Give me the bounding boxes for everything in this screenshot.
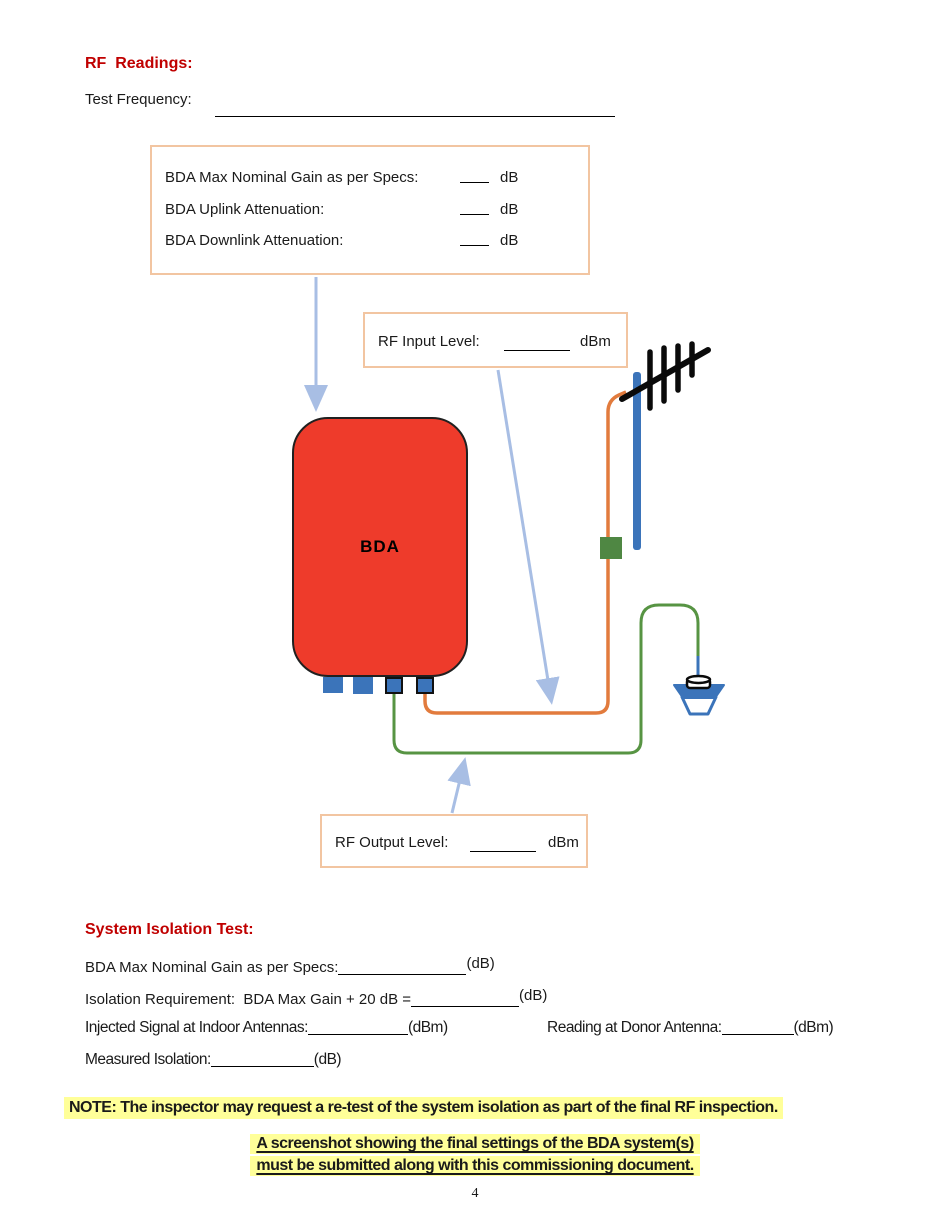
note-row: NOTE: The inspector may request a re-tes… — [64, 1097, 783, 1119]
injected-label: Injected Signal at Indoor Antennas: — [85, 1019, 308, 1036]
injected-unit: (dBm) — [407, 1019, 448, 1036]
mast — [633, 372, 641, 550]
specs-row: BDA Uplink Attenuation: dB — [165, 201, 588, 233]
rf-output-blank — [470, 851, 536, 852]
bda-port-1 — [323, 677, 343, 693]
rf-output-unit: dBm — [548, 834, 579, 851]
submit-note-line-2: must be submitted along with this commis… — [250, 1156, 700, 1176]
test-frequency-blank — [215, 116, 615, 117]
specs-row-blank — [460, 181, 489, 183]
inspector-note: NOTE: The inspector may request a re-tes… — [64, 1097, 783, 1119]
requirement-line: Isolation Requirement: BDA Max Gain + 20… — [85, 987, 547, 1008]
max-gain-line: BDA Max Nominal Gain as per Specs: (dB) — [85, 955, 495, 976]
specs-row-unit: dB — [500, 200, 519, 218]
donor-reading-part: Reading at Donor Antenna: (dBm) — [547, 1019, 834, 1037]
dome-antenna-icon — [673, 674, 725, 716]
rf-input-unit: dBm — [580, 333, 611, 350]
max-gain-blank — [338, 961, 467, 975]
injected-signal-part: Injected Signal at Indoor Antennas: (dBm) — [85, 1019, 448, 1037]
measured-unit: (dB) — [313, 1051, 342, 1068]
donor-label: Reading at Donor Antenna: — [547, 1019, 722, 1036]
donor-blank — [721, 1021, 794, 1035]
requirement-blank — [411, 993, 520, 1007]
rf-input-box: RF Input Level: dBm — [363, 312, 628, 368]
bda-unit: BDA — [292, 417, 468, 677]
donor-unit: (dBm) — [793, 1019, 834, 1036]
rf-readings-heading: RF Readings: — [85, 55, 193, 72]
specs-row-label: BDA Uplink Attenuation: — [165, 200, 325, 218]
bda-port-3 — [385, 677, 403, 694]
requirement-unit: (dB) — [519, 987, 548, 1004]
specs-row: BDA Downlink Attenuation: dB — [165, 232, 588, 264]
specs-row-label: BDA Max Nominal Gain as per Specs: — [165, 169, 419, 186]
max-gain-label: BDA Max Nominal Gain as per Specs: — [85, 959, 339, 976]
specs-row-label: BDA Downlink Attenuation: — [165, 232, 344, 249]
measured-blank — [210, 1053, 314, 1067]
bda-port-4 — [416, 677, 434, 694]
rf-output-box: RF Output Level: dBm — [320, 814, 588, 868]
test-frequency-label: Test Frequency: — [85, 91, 192, 108]
specs-row-blank — [460, 213, 489, 215]
specs-row: BDA Max Nominal Gain as per Specs: dB — [165, 169, 588, 201]
measured-isolation-line: Measured Isolation: (dB) — [85, 1051, 342, 1069]
rf-input-blank — [504, 350, 570, 351]
rf-input-callout-arrow — [496, 369, 560, 705]
page-number: 4 — [471, 1186, 479, 1201]
measured-label: Measured Isolation: — [85, 1051, 211, 1068]
rf-output-callout-arrow — [447, 757, 471, 814]
specs-row-unit: dB — [500, 232, 519, 249]
yagi-antenna-icon — [619, 341, 711, 411]
requirement-label: Isolation Requirement: BDA Max Gain + 20… — [85, 991, 412, 1008]
bda-unit-label: BDA — [360, 537, 400, 556]
submit-note: A screenshot showing the final settings … — [0, 1134, 950, 1178]
rf-output-label: RF Output Level: — [335, 834, 449, 851]
submit-note-line-1: A screenshot showing the final settings … — [250, 1134, 700, 1154]
surge-arrestor-icon — [600, 537, 622, 559]
max-gain-unit: (dB) — [466, 955, 495, 972]
bda-specs-box: BDA Max Nominal Gain as per Specs: dB BD… — [150, 145, 590, 275]
specs-row-blank — [460, 244, 489, 246]
isolation-test-heading: System Isolation Test: — [85, 921, 254, 938]
injected-blank — [307, 1021, 408, 1035]
specs-row-unit: dB — [500, 169, 519, 186]
rf-input-label: RF Input Level: — [378, 333, 480, 350]
bda-port-2 — [353, 677, 373, 694]
